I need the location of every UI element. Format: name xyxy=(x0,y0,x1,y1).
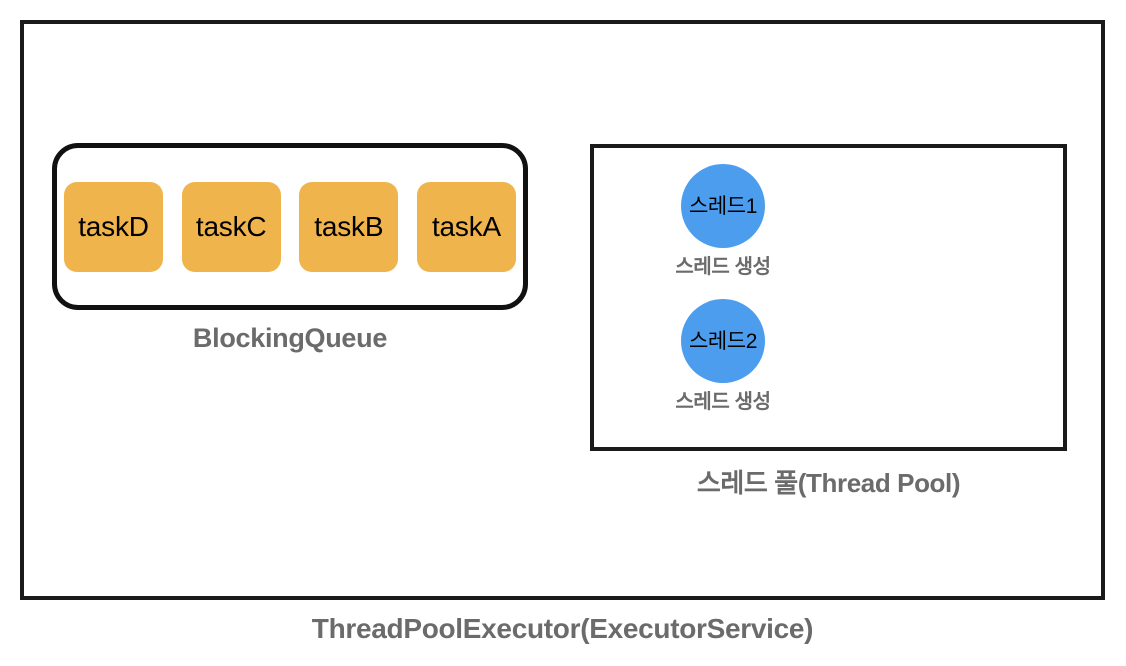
thread-creation-label: 스레드 생성 xyxy=(675,391,771,413)
thread-circle[interactable]: 스레드2 xyxy=(681,299,765,383)
thread-circle-label: 스레드1 xyxy=(688,194,758,218)
blocking-queue-caption: BlockingQueue xyxy=(192,323,388,353)
thread-pool-box xyxy=(590,144,1067,451)
executor-caption: ThreadPoolExecutor(ExecutorService) xyxy=(311,613,814,644)
thread-circle-label: 스레드2 xyxy=(688,329,758,353)
task-card[interactable]: taskA xyxy=(416,182,516,272)
task-card-label: taskB xyxy=(314,211,384,242)
thread-unit: 스레드1 스레드 생성 xyxy=(638,164,808,277)
task-card-label: taskA xyxy=(431,211,501,242)
blocking-queue-group: taskD taskC taskB taskA xyxy=(52,143,528,310)
task-card[interactable]: taskB xyxy=(299,182,399,272)
thread-unit: 스레드2 스레드 생성 xyxy=(638,299,808,412)
task-card-label: taskC xyxy=(195,211,267,242)
task-card[interactable]: taskD xyxy=(64,182,163,272)
thread-pool-caption: 스레드 풀(Thread Pool) xyxy=(696,468,961,498)
thread-pool-group: 스레드1 스레드 생성 스레드2 스레드 생성 xyxy=(590,144,1067,451)
task-card[interactable]: taskC xyxy=(181,182,281,272)
task-card-label: taskD xyxy=(78,211,149,242)
thread-circle[interactable]: 스레드1 xyxy=(681,164,765,248)
thread-creation-label: 스레드 생성 xyxy=(675,256,771,278)
task-list: taskD taskC taskB taskA xyxy=(64,182,516,272)
